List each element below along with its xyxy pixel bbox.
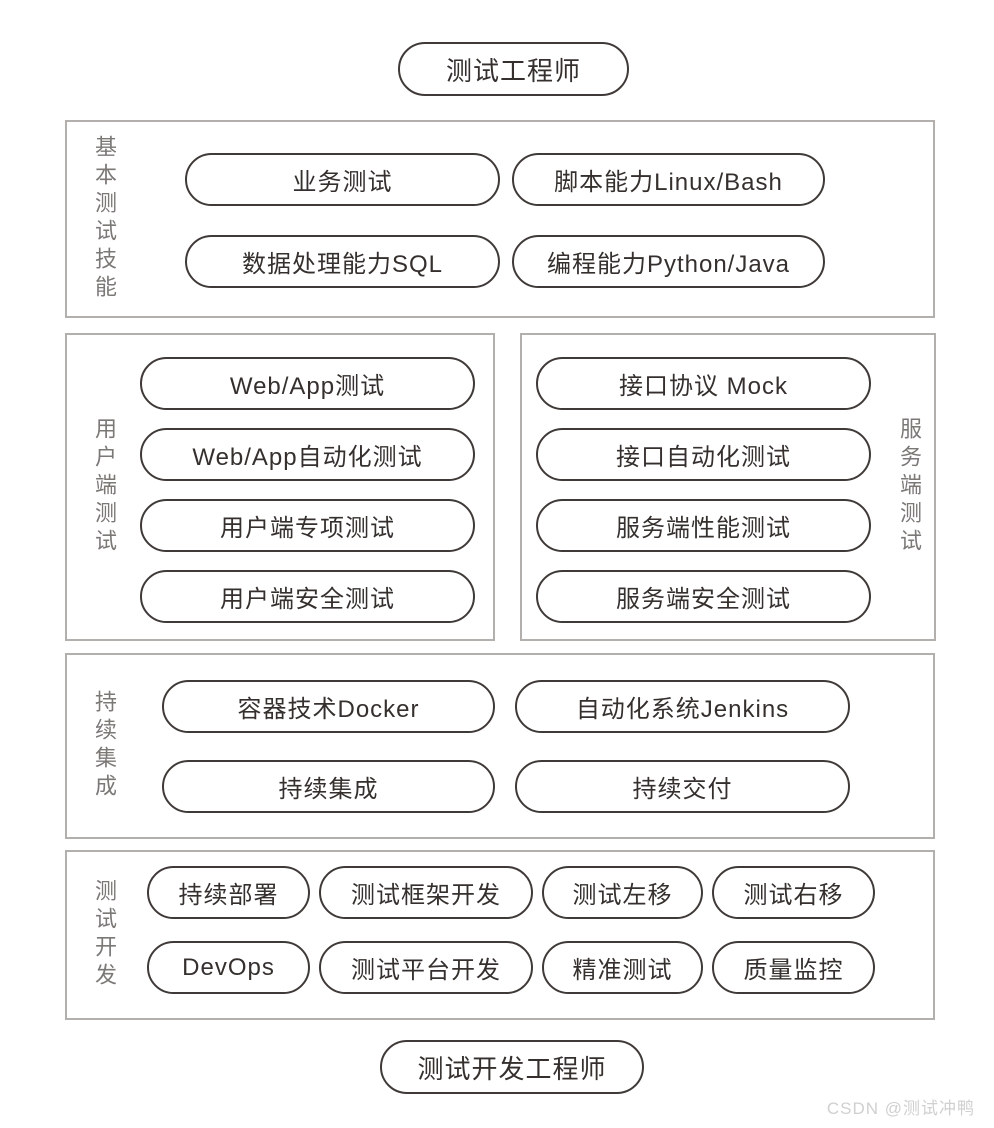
watermark-text: CSDN @测试冲鸭 — [826, 1099, 975, 1118]
pill-test-platform-development: 测试平台开发 — [319, 941, 533, 994]
pill-web-app-testing: Web/App测试 — [140, 357, 475, 410]
leaf-node: 测试开发工程师 — [380, 1040, 644, 1094]
pill-test-framework-development: 测试框架开发 — [319, 866, 533, 919]
client-testing-list: Web/App测试 Web/App自动化测试 用户端专项测试 用户端安全测试 — [140, 357, 475, 623]
section-continuous-integration: 持续集成 容器技术Docker 自动化系统Jenkins 持续集成 持续交付 — [65, 653, 935, 839]
server-testing-list: 接口协议 Mock 接口自动化测试 服务端性能测试 服务端安全测试 — [536, 357, 871, 623]
section-basic-skills: 基本测试技能 业务测试 脚本能力Linux/Bash 数据处理能力SQL 编程能… — [65, 120, 935, 318]
test-development-row-1: 持续部署 测试框架开发 测试左移 测试右移 — [147, 866, 875, 919]
pill-shift-left-testing: 测试左移 — [542, 866, 703, 919]
test-development-rows: 持续部署 测试框架开发 测试左移 测试右移 DevOps 测试平台开发 精准测试… — [147, 866, 875, 994]
section-server-testing-label: 服务端测试 — [897, 417, 922, 557]
section-continuous-integration-label: 持续集成 — [92, 690, 117, 802]
pill-client-security-testing: 用户端安全测试 — [140, 570, 475, 623]
pill-programming-python-java: 编程能力Python/Java — [512, 235, 825, 288]
pill-data-processing-sql: 数据处理能力SQL — [185, 235, 500, 288]
pill-server-security-testing: 服务端安全测试 — [536, 570, 871, 623]
pill-continuous-deployment: 持续部署 — [147, 866, 310, 919]
section-client-testing-label: 用户端测试 — [92, 417, 117, 557]
pill-devops: DevOps — [147, 941, 310, 994]
pill-quality-monitoring: 质量监控 — [712, 941, 875, 994]
continuous-integration-grid: 容器技术Docker 自动化系统Jenkins 持续集成 持续交付 — [162, 680, 850, 813]
pill-continuous-delivery: 持续交付 — [515, 760, 850, 813]
root-node: 测试工程师 — [398, 42, 629, 96]
section-client-testing: 用户端测试 Web/App测试 Web/App自动化测试 用户端专项测试 用户端… — [65, 333, 495, 641]
pill-web-app-automation-testing: Web/App自动化测试 — [140, 428, 475, 481]
basic-skills-grid: 业务测试 脚本能力Linux/Bash 数据处理能力SQL 编程能力Python… — [185, 153, 825, 288]
section-basic-skills-label: 基本测试技能 — [92, 135, 117, 303]
pill-client-special-testing: 用户端专项测试 — [140, 499, 475, 552]
pill-business-testing: 业务测试 — [185, 153, 500, 206]
pill-container-docker: 容器技术Docker — [162, 680, 495, 733]
pill-server-performance-testing: 服务端性能测试 — [536, 499, 871, 552]
section-test-development: 测试开发 持续部署 测试框架开发 测试左移 测试右移 DevOps 测试平台开发… — [65, 850, 935, 1020]
pill-continuous-integration: 持续集成 — [162, 760, 495, 813]
test-development-row-2: DevOps 测试平台开发 精准测试 质量监控 — [147, 941, 875, 994]
pill-automation-jenkins: 自动化系统Jenkins — [515, 680, 850, 733]
section-server-testing: 服务端测试 接口协议 Mock 接口自动化测试 服务端性能测试 服务端安全测试 — [520, 333, 936, 641]
section-test-development-label: 测试开发 — [92, 879, 117, 991]
pill-shift-right-testing: 测试右移 — [712, 866, 875, 919]
pill-api-protocol-mock: 接口协议 Mock — [536, 357, 871, 410]
pill-scripting-linux-bash: 脚本能力Linux/Bash — [512, 153, 825, 206]
pill-precision-testing: 精准测试 — [542, 941, 703, 994]
pill-api-automation-testing: 接口自动化测试 — [536, 428, 871, 481]
